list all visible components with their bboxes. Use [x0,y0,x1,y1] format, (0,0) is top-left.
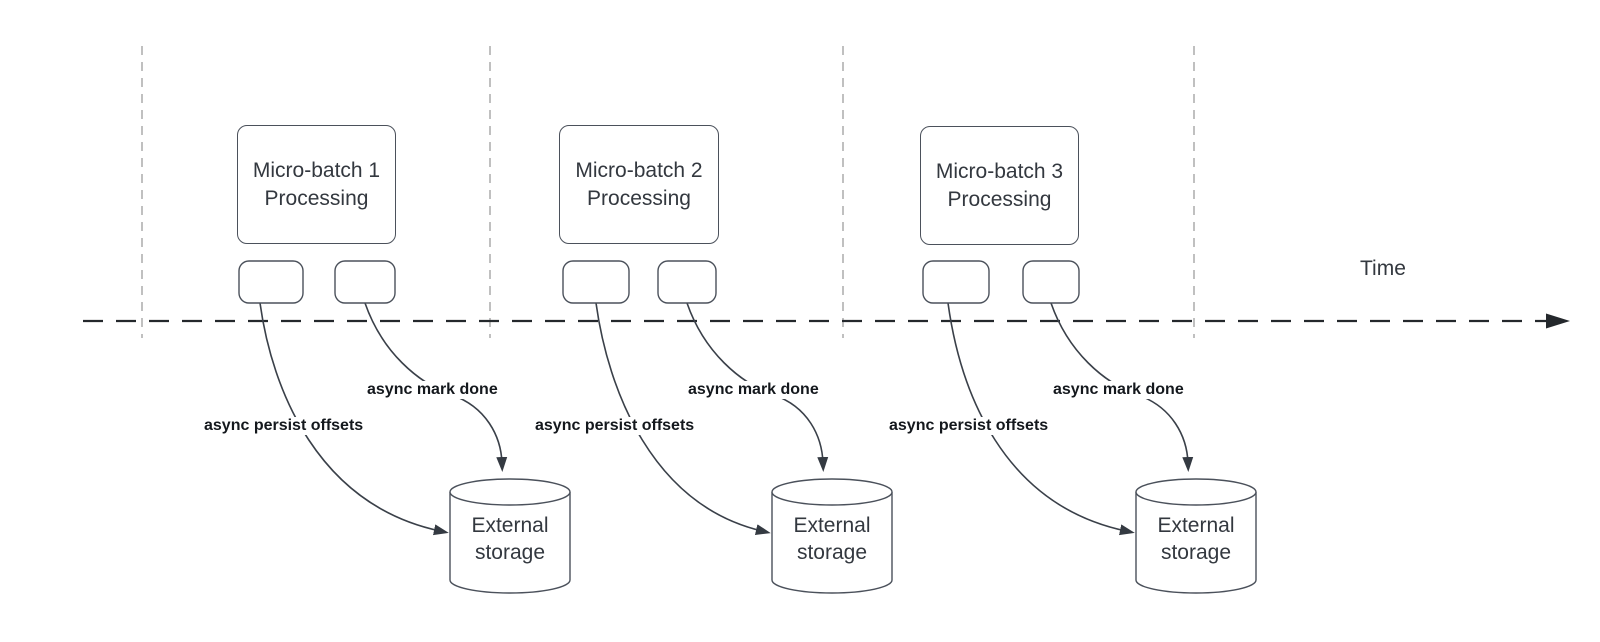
storage-label-2: External storage [793,514,871,564]
micro-batch-2-processing-box: Micro-batch 2 Processing [559,125,719,244]
mark-done-label-3: async mark done [1050,381,1187,399]
time-axis-label: Time [1360,257,1406,280]
mark-done-label-2: async mark done [685,381,822,399]
storage-label-3: External storage [1157,514,1235,564]
micro-batch-1-processing-box: Micro-batch 1 Processing [237,125,396,244]
storage-cylinder-3 [1135,478,1257,594]
offset-write-box-3 [922,260,990,304]
persist-offsets-label-3: async persist offsets [886,417,1052,435]
time-axis-arrowhead-icon [1546,313,1570,329]
storage-label-1: External storage [471,514,549,564]
storage-cylinder-1 [449,478,571,594]
persist-offsets-label-2: async persist offsets [532,417,698,435]
persist-offsets-arrow-3 [947,302,1135,536]
offset-write-box-2 [562,260,630,304]
persist-offsets-label-1: async persist offsets [201,417,367,435]
commit-write-box-3 [1022,260,1080,304]
commit-write-box-2 [657,260,717,304]
mark-done-label-1: async mark done [364,381,501,399]
storage-cylinder-2 [771,478,893,594]
micro-batch-3-processing-box: Micro-batch 3 Processing [920,126,1079,245]
commit-write-box-1 [334,260,396,304]
offset-write-box-1 [238,260,304,304]
persist-offsets-arrow-2 [595,302,771,535]
persist-offsets-arrow-1 [259,302,449,536]
